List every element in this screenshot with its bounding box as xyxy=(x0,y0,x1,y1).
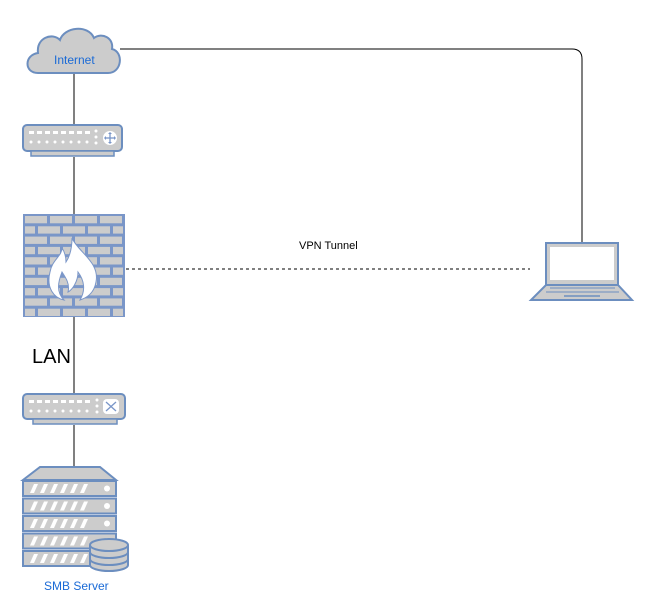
server-vent xyxy=(40,519,48,528)
connectors xyxy=(73,48,583,467)
firewall-brick xyxy=(63,308,85,316)
firewall-brick xyxy=(25,277,47,286)
server-vent xyxy=(70,519,78,528)
firewall-brick xyxy=(100,236,122,244)
server-vent xyxy=(40,501,48,511)
firewall-brick xyxy=(38,267,60,275)
server-vent xyxy=(30,536,38,546)
firewall-brick xyxy=(38,308,60,316)
server-vent xyxy=(70,536,78,546)
firewall-brick xyxy=(100,216,122,224)
firewall-brick xyxy=(25,236,47,244)
server-vent xyxy=(60,554,68,563)
server-vent xyxy=(80,501,88,511)
server-led xyxy=(104,503,110,509)
firewall-brick xyxy=(25,308,35,316)
firewall-brick xyxy=(25,298,47,306)
firewall-brick xyxy=(50,216,72,224)
firewall-brick xyxy=(113,308,123,316)
server-vent xyxy=(40,536,48,546)
firewall-icon[interactable] xyxy=(23,214,125,317)
server-vent xyxy=(50,536,58,546)
firewall-brick xyxy=(50,236,72,244)
switch-icon[interactable] xyxy=(22,393,126,425)
storage-server-icon[interactable] xyxy=(20,466,129,572)
server-vent xyxy=(30,484,38,493)
firewall-brick xyxy=(38,226,60,234)
database-icon xyxy=(89,538,129,572)
server-vent xyxy=(50,554,58,563)
server-vent xyxy=(60,519,68,528)
server-vent xyxy=(70,484,78,493)
server-vent xyxy=(80,519,88,528)
firewall-brick xyxy=(113,267,123,275)
firewall-brick xyxy=(88,288,110,296)
server-vent xyxy=(30,554,38,563)
internet-label: Internet xyxy=(54,53,95,67)
server-vent xyxy=(80,554,88,563)
firewall-brick xyxy=(88,267,110,275)
server-vent xyxy=(40,484,48,493)
firewall-brick xyxy=(88,308,110,316)
server-vent xyxy=(50,501,58,511)
firewall-brick xyxy=(38,246,60,255)
server-vent xyxy=(80,484,88,493)
server-vent xyxy=(80,536,88,546)
cloud-icon[interactable] xyxy=(26,27,121,74)
firewall-brick xyxy=(100,257,122,265)
firewall-brick xyxy=(113,226,123,234)
firewall-brick xyxy=(75,236,97,244)
firewall-brick xyxy=(25,257,47,265)
lan-label: LAN xyxy=(32,346,71,368)
firewall-brick xyxy=(25,246,35,255)
firewall-brick xyxy=(25,267,35,275)
router-icon[interactable] xyxy=(22,124,123,157)
edge-internet-laptop xyxy=(120,48,583,243)
server-led xyxy=(104,520,110,527)
server-led xyxy=(104,485,110,492)
server-vent xyxy=(60,536,68,546)
firewall-brick xyxy=(113,246,123,255)
server-vent xyxy=(30,501,38,511)
server-vent xyxy=(60,501,68,511)
server-vent xyxy=(60,484,68,493)
server-unit xyxy=(22,480,117,497)
firewall-brick xyxy=(50,298,72,306)
firewall-brick xyxy=(63,226,85,234)
server-vent xyxy=(40,554,48,563)
firewall-brick xyxy=(75,216,97,224)
firewall-brick xyxy=(25,226,35,234)
smb-server-label: SMB Server xyxy=(44,579,109,593)
server-unit xyxy=(22,497,117,515)
laptop-icon[interactable] xyxy=(528,242,635,301)
firewall-brick xyxy=(75,298,97,306)
firewall-brick xyxy=(100,277,122,286)
server-vent xyxy=(70,501,78,511)
server-vent xyxy=(50,519,58,528)
firewall-brick xyxy=(88,226,110,234)
firewall-brick xyxy=(25,288,35,296)
firewall-brick xyxy=(50,277,72,286)
server-vent xyxy=(70,554,78,563)
firewall-brick xyxy=(63,288,85,296)
firewall-brick xyxy=(38,288,60,296)
server-unit xyxy=(22,515,117,532)
firewall-brick xyxy=(25,216,47,224)
firewall-brick xyxy=(113,288,123,296)
firewall-brick xyxy=(100,298,122,306)
server-vent xyxy=(50,484,58,493)
server-vent xyxy=(30,519,38,528)
vpn-tunnel-label: VPN Tunnel xyxy=(299,240,358,252)
firewall-brick xyxy=(88,246,110,255)
